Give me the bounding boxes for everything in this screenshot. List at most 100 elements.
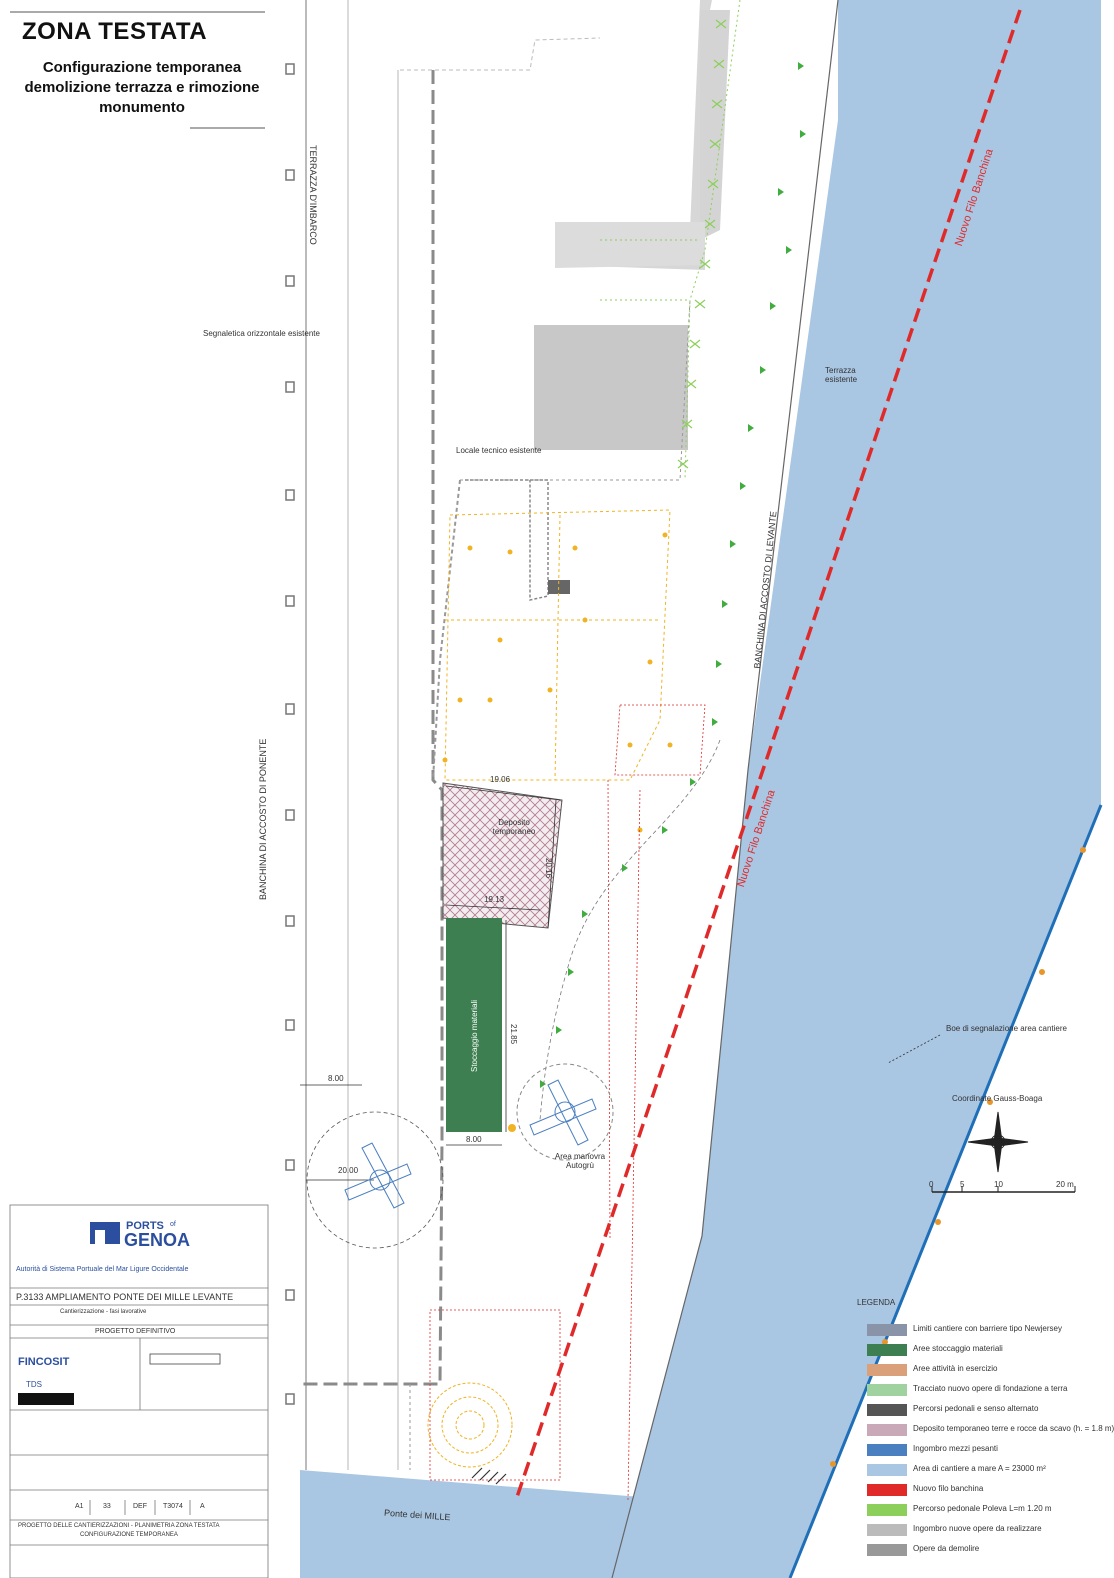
north-arrow [967,1111,1029,1173]
site-boundary-newjersey [300,70,444,1386]
barrier-stripes [471,1467,507,1485]
boe-leader [887,1034,941,1064]
crane-footprint-2 [516,1063,614,1161]
buoy [830,1461,836,1467]
legend-item: Ingombro nuove opere da realizzare [867,1522,1097,1538]
existing-building-top [700,10,730,240]
code-3: DEF [133,1503,147,1510]
scale-tick: 0 [929,1180,934,1189]
stoccaggio-materiali [446,918,502,1132]
yellow-markers [442,532,673,833]
dimension-lines [300,785,561,1181]
legend-label: Nuovo filo banchina [913,1484,984,1493]
legend-swatch [867,1324,907,1336]
legend-swatch [867,1544,907,1556]
brand-name: GENOA [124,1230,191,1250]
buoy [1039,969,1045,975]
label-area-manovra: Area manovra Autogrù [554,1152,606,1170]
label-locale-tecnico: Locale tecnico esistente [456,446,542,455]
buoy [882,1339,888,1345]
legend-swatch [867,1384,907,1396]
legend-label: Aree attività in esercizio [913,1364,998,1373]
buoy [1080,847,1086,853]
legend-item: Limiti cantiere con barriere tipo Newjer… [867,1322,1097,1338]
legend-item: Aree attività in esercizio [867,1362,1097,1378]
green-markers [540,62,806,1088]
legend-swatch [867,1424,907,1436]
legend-item: Ingombro mezzi pesanti [867,1442,1097,1458]
label-coordinate: Coordinate Gauss-Boaga [952,1094,1043,1103]
legend-label: Ingombro mezzi pesanti [913,1444,998,1453]
legend-swatch [867,1344,907,1356]
sea-area-bottom [300,1470,640,1578]
company-logo-box [149,1353,221,1365]
legend-item: Percorsi pedonali e senso alternato [867,1402,1097,1418]
legend-item: Opere da demolire [867,1542,1097,1558]
dimension-label: 19.13 [484,895,505,904]
dimension-label: 20.00 [338,1166,359,1175]
scale-tick: 10 [994,1180,1003,1189]
pedestrian-path [600,0,741,481]
legend-swatch [867,1524,907,1536]
title-block-frame [9,1204,269,1578]
terrace-outline-2 [460,299,691,481]
legend-label: Deposito temporaneo terre e rocce da sca… [913,1424,1114,1433]
footer-2: CONFIGURAZIONE TEMPORANEA [80,1532,178,1538]
locale-boundary [465,479,549,601]
legend-title: LEGENDA [857,1298,896,1307]
code-1: A1 [75,1503,84,1510]
code-5: A [200,1503,205,1510]
existing-building-2 [534,325,688,450]
crane-footprint-1 [344,1142,412,1209]
buoy [987,1099,993,1105]
dimension-label: 20.16 [544,858,553,879]
footer-1: PROGETTO DELLE CANTIERIZZAZIONI - PLANIM… [18,1523,220,1529]
sea-area [612,0,1101,1578]
dimension-label: 21.85 [509,1024,518,1045]
scale-tick: 5 [960,1180,965,1189]
yellow-circles [427,1382,513,1468]
code-2: 33 [103,1503,111,1510]
existing-building-strip [555,222,705,268]
legend-item: Tracciato nuovo opere di fondazione a te… [867,1382,1097,1398]
bollards [285,63,295,1405]
red-dotted-areas [429,704,706,1501]
terrace-outline [400,37,601,71]
authority: Autorità di Sistema Portuale del Mar Lig… [16,1266,189,1273]
dimension-label: 19.06 [490,775,511,784]
scale-bar [931,1186,1076,1193]
legend-item: Nuovo filo banchina [867,1482,1097,1498]
project-title: P.3133 AMPLIAMENTO PONTE DEI MILLE LEVAN… [16,1292,234,1302]
brand-top: PORTS [126,1220,164,1232]
legend-item: Aree stoccaggio materiali [867,1342,1097,1358]
project-phase: PROGETTO DEFINITIVO [95,1328,176,1335]
dimension-label: 8.00 [466,1135,482,1144]
ports-of-genoa-logo [90,1222,120,1244]
dimension-label: 8.00 [328,1074,344,1083]
buoy [935,1219,941,1225]
quay-edge-levante [611,0,839,1578]
label-terrazza-esistente: Terrazza esistente [825,366,858,384]
deposito-temporaneo [442,782,563,929]
page-subtitle: Configurazione temporanea demolizione te… [24,59,260,116]
legend-swatch [867,1444,907,1456]
legend-item: Deposito temporaneo terre e rocce da sca… [867,1422,1114,1438]
legend-swatch [867,1404,907,1416]
site-boundary-grey [432,479,461,781]
brand-of: of [170,1221,176,1228]
scale-tick: 20 m [1056,1180,1074,1189]
legend-label: Aree stoccaggio materiali [913,1344,1003,1353]
label-boe: Boe di segnalazione area cantiere [946,1024,1067,1033]
legend-swatch [867,1504,907,1516]
pedestrian-curve [539,739,721,1121]
company-tds: TDS [26,1380,42,1389]
legend-label: Opere da demolire [913,1544,980,1553]
turning-circle [306,1111,444,1249]
legend-item: Area di cantiere a mare A = 23000 m² [867,1462,1097,1478]
yellow-area [444,509,671,781]
code-4: T3074 [163,1503,183,1510]
legend-swatch [867,1464,907,1476]
label-segnaletica: Segnaletica orizzontale esistente [203,329,320,338]
walkway-hatch [677,19,727,469]
